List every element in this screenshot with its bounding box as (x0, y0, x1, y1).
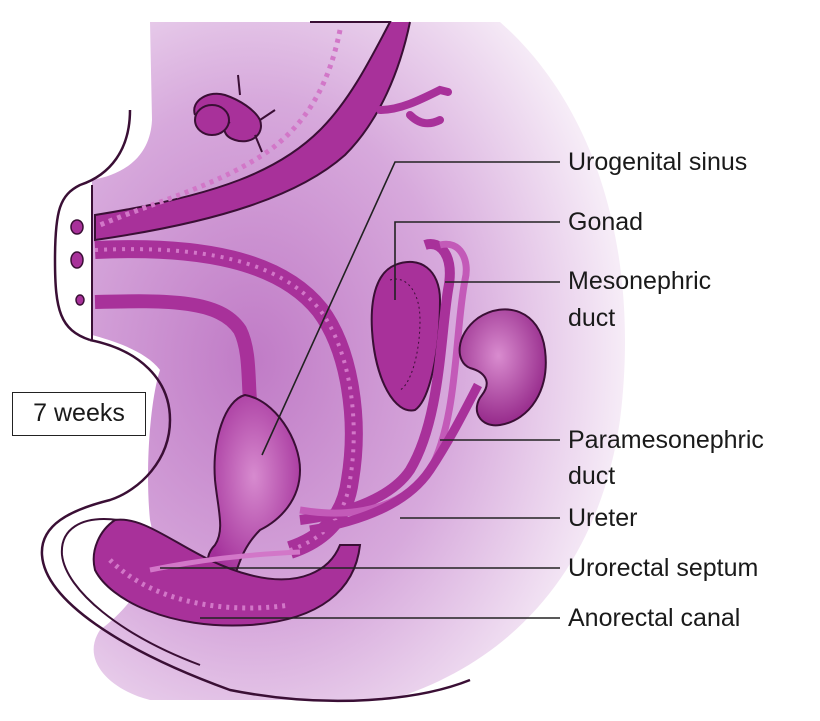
tube-cross-section-1 (71, 220, 83, 234)
label-ureter: Ureter (568, 503, 637, 533)
label-urogenital-sinus: Urogenital sinus (568, 147, 747, 177)
allantois-bulb (195, 105, 229, 135)
tube-cross-section-3 (76, 295, 84, 305)
label-mesonephric-line1: Mesonephric (568, 266, 711, 296)
label-paramesonephric-line2: duct (568, 461, 615, 491)
label-paramesonephric-line1: Paramesonephric (568, 425, 764, 455)
label-mesonephric-line2: duct (568, 303, 615, 333)
label-anorectal-canal: Anorectal canal (568, 603, 740, 633)
stage-label-box: 7 weeks (12, 392, 146, 436)
label-gonad: Gonad (568, 207, 643, 237)
label-urorectal-septum: Urorectal septum (568, 553, 758, 583)
tube-cross-section-2 (71, 252, 83, 268)
